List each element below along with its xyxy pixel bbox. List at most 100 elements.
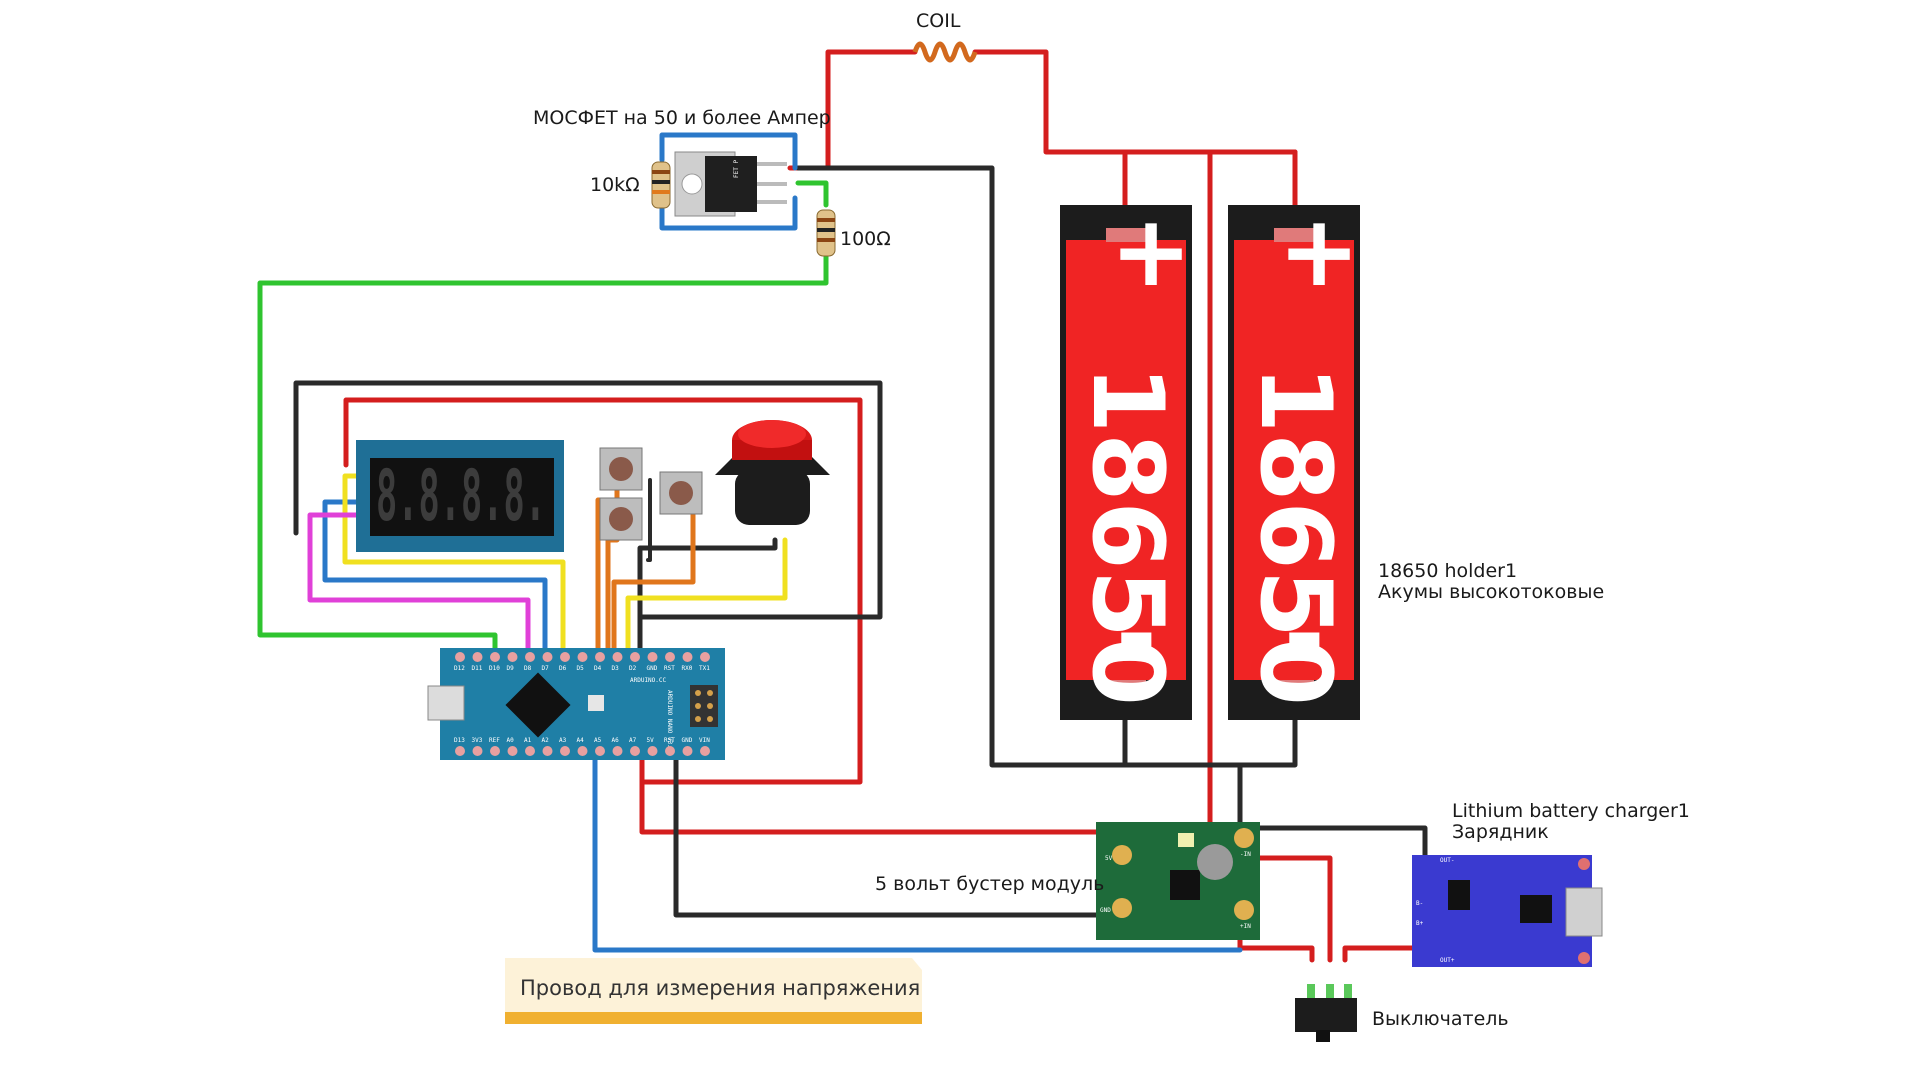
arduino-bottom-pin-pad <box>542 746 553 756</box>
charger-b-plus-label: B+ <box>1416 920 1424 927</box>
booster-in-minus-label: -IN <box>1240 851 1251 858</box>
arduino-top-pin-label: D6 <box>559 665 567 672</box>
wire-black-button-gnd <box>637 537 778 653</box>
wire-black-buttons-common <box>646 478 652 562</box>
battery-2-label: 18650 <box>1238 365 1352 706</box>
arduino-bottom-pin-label: 3V3 <box>472 737 483 744</box>
arduino-top-pin-label: D2 <box>629 665 637 672</box>
arduino-top-pin-label: D10 <box>489 665 500 672</box>
coil-label: COIL <box>916 10 961 32</box>
arduino-top-pin-label: RST <box>664 665 675 672</box>
arduino-usb-port[interactable] <box>427 685 465 721</box>
band <box>817 238 835 242</box>
booster-pad-in-plus <box>1234 900 1254 920</box>
arduino-top-pin-pad <box>472 652 483 662</box>
arduino-brand: ARDUINO.CC <box>630 677 667 684</box>
battery-2-minus: - <box>1284 578 1325 692</box>
arduino-top-pin-label: D12 <box>454 665 465 672</box>
wire-red-coil-right <box>972 49 1298 155</box>
arduino-top-pin-pad <box>455 652 465 662</box>
wire-blue-mosfet-bottom <box>659 195 798 231</box>
charger-pad-out-minus <box>1578 858 1590 870</box>
wires <box>257 49 1428 963</box>
charger-out-plus-label: OUT+ <box>1440 957 1455 964</box>
fire-button[interactable] <box>715 420 830 525</box>
arduino-bottom-pin-label: A1 <box>524 737 532 744</box>
arduino-bottom-pin-label: A0 <box>507 737 515 744</box>
arduino-bottom-pin-pad <box>507 746 518 756</box>
arduino-bottom-pin-pad <box>490 746 500 756</box>
switch-label: Выключатель <box>1372 1008 1509 1030</box>
charger-usb-port[interactable] <box>1565 887 1603 937</box>
tact-button-3[interactable] <box>659 471 703 515</box>
arduino-bottom-pin-pad <box>647 746 658 756</box>
band <box>652 170 670 174</box>
arduino-bottom-pin-pad <box>630 746 640 756</box>
mosfet-leg-1 <box>757 162 787 166</box>
arduino-bottom-pin-label: A4 <box>577 737 585 744</box>
arduino-bottom-pin-pad <box>455 746 465 756</box>
booster-led <box>1178 833 1194 847</box>
switch-leg-1 <box>1307 984 1315 998</box>
arduino-reset-button[interactable] <box>588 695 604 711</box>
switch-slider[interactable] <box>1316 1030 1330 1042</box>
display-digits: 8.8.8.8. <box>376 455 546 537</box>
power-switch[interactable] <box>1295 984 1357 1042</box>
voltage-note-bg <box>505 958 922 1012</box>
arduino-top-pin-pad <box>490 652 500 662</box>
arduino-bottom-pin-label: A3 <box>559 737 567 744</box>
arduino-top-pin-label: D3 <box>612 665 620 672</box>
wire-orange-button3 <box>611 512 696 653</box>
tact-button-2-cap[interactable] <box>609 507 633 531</box>
coil-winding <box>912 41 978 63</box>
arduino-bottom-pin-label: D13 <box>454 737 465 744</box>
wire-red-to-switch <box>1227 855 1333 963</box>
wire-green-gate <box>257 247 829 653</box>
wire-blue-voltage-sense <box>592 739 1243 953</box>
mosfet: FET P МОСФЕТ на 50 и более Ампер <box>533 107 831 217</box>
booster-pad-gnd <box>1112 898 1132 918</box>
holder-label-line1: 18650 holder1 <box>1378 560 1517 582</box>
resistor-10k-label: 10kΩ <box>590 174 640 196</box>
arduino-bottom-pin-label: REF <box>489 737 500 744</box>
arduino-top-pin-pad <box>542 652 553 662</box>
battery-2-plus: + <box>1278 195 1360 309</box>
battery-1-label: 18650 <box>1070 365 1184 706</box>
arduino-bottom-pin-label: A6 <box>612 737 620 744</box>
tact-button-1-cap[interactable] <box>609 457 633 481</box>
arduino-bottom-pin-label: VIN <box>699 737 710 744</box>
arduino-bottom-pin-pad <box>612 746 623 756</box>
arduino-top-pin-pad <box>700 652 710 662</box>
booster-in-plus-label: +IN <box>1240 923 1251 930</box>
tact-button-1[interactable] <box>599 447 643 491</box>
booster-5v-label: 5V <box>1105 855 1113 862</box>
battery-1: + - 18650 <box>1060 195 1192 720</box>
arduino-top-pin-label: D9 <box>507 665 515 672</box>
arduino-bottom-pin-pad <box>595 746 605 756</box>
charger-module: OUT- B- B+ OUT+ <box>1412 855 1603 967</box>
booster-module: 5V GND -IN +IN <box>1096 822 1260 940</box>
arduino-bottom-pin-label: 5V <box>647 737 655 744</box>
arduino-bottom-pin-pad <box>472 746 483 756</box>
battery-1-top-contact <box>1106 228 1146 242</box>
battery-1-bottom-contact <box>1106 680 1146 692</box>
arduino-mcu-chip <box>505 672 571 738</box>
arduino-bottom-pin-pad <box>525 746 535 756</box>
arduino-top-pin-label: GND <box>647 665 658 672</box>
booster-chip <box>1170 870 1200 900</box>
charger-out-minus-label: OUT- <box>1440 857 1454 864</box>
wire-blue-mosfet-top <box>659 132 798 171</box>
battery-2-top-contact <box>1274 228 1314 242</box>
arduino-bottom-pin-pad <box>577 746 588 756</box>
tact-button-2[interactable] <box>599 497 643 541</box>
switch-body[interactable] <box>1295 998 1357 1032</box>
arduino-top-pin-label: D8 <box>524 665 532 672</box>
resistor-100-body <box>816 209 836 257</box>
arduino-pcb <box>440 648 725 760</box>
tact-button-3-cap[interactable] <box>669 481 693 505</box>
arduino-bottom-pin-label: GND <box>682 737 693 744</box>
arduino-top-pin-label: TX1 <box>699 665 710 672</box>
arduino-top-pin-pad <box>665 652 675 662</box>
